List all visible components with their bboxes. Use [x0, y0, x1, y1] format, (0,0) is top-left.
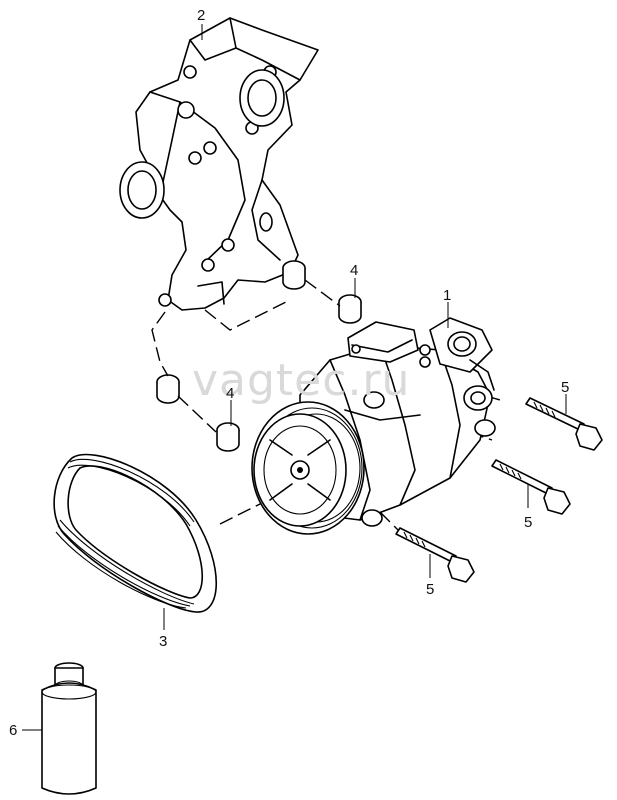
bolt-upper	[525, 397, 603, 451]
callout-part-4-upper: 4	[350, 262, 358, 279]
bushing-upper	[282, 260, 306, 290]
bolt-middle	[491, 459, 571, 515]
callout-part-5-lower: 5	[426, 581, 434, 598]
callout-part-5-upper: 5	[561, 379, 569, 396]
callout-part-6: 6	[9, 722, 17, 739]
bushing-mid	[338, 294, 362, 324]
compressor-oil-bottle	[41, 662, 97, 795]
callout-part-4-lower: 4	[226, 385, 234, 402]
bolt-lower	[395, 527, 475, 583]
bushing-left	[156, 374, 180, 404]
callout-part-2: 2	[197, 7, 205, 24]
bushing-lower	[216, 422, 240, 452]
leader-lines	[22, 24, 567, 731]
callout-part-5-middle: 5	[524, 514, 532, 531]
compressor-bracket	[119, 17, 319, 311]
watermark: vagtec.ru	[192, 355, 410, 406]
callout-part-3: 3	[159, 633, 167, 650]
callout-part-1: 1	[443, 287, 451, 304]
poly-v-belt	[53, 453, 218, 613]
compressor-pulley	[251, 401, 365, 535]
